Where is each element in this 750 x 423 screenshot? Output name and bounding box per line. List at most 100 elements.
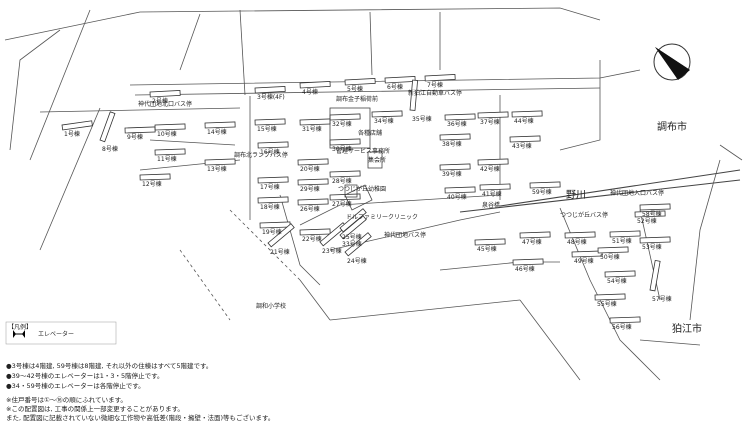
building-label-59: 59号棟 [532,189,552,196]
building-label-54: 54号棟 [607,278,627,285]
building-1 [61,120,93,131]
river-bank-north [499,169,741,207]
building-20 [297,158,329,166]
building-46 [512,258,544,266]
building-label-50: 50号棟 [600,254,620,261]
building-label-19: 19号棟 [262,229,282,236]
daycare-label: つつじが丘幼稚園 [338,186,387,193]
building-label-29: 29号棟 [300,186,320,193]
building-32 [329,113,361,121]
building-34 [371,110,403,118]
building-3 [254,86,286,94]
bus-stop-5-label: つつじが丘バス停 [560,212,609,219]
bus-stop-6-label: 神代団地バス停 [384,232,427,239]
west-road [29,9,91,161]
building-35 [409,79,419,111]
building-42 [477,158,509,166]
building-label-53: 53号棟 [642,244,662,251]
building-21 [267,223,295,248]
building-44 [511,110,543,118]
building-label-44: 44号棟 [514,118,534,125]
building-11 [154,148,186,156]
building-41 [479,183,511,191]
building-label-21: 21号棟 [270,249,290,256]
building-label-22: 22号棟 [302,236,322,243]
building-label-20: 20号棟 [300,166,320,173]
building-label-11: 11号棟 [157,156,177,163]
building-29 [297,178,329,186]
building-label-6: 6号棟 [387,84,403,91]
building-6 [384,76,416,84]
building-label-17: 17号棟 [260,184,280,191]
building-label-55: 55号棟 [597,301,617,308]
building-label-32: 32号棟 [332,121,352,128]
building-22 [299,228,331,236]
city-label-komae: 狛江市 [672,324,702,335]
building-36 [444,113,476,121]
river-label: 野川 [566,190,586,201]
building-label-46: 46号棟 [515,266,535,273]
building-label-35: 35号棟 [412,116,432,123]
building-33 [339,215,367,240]
building-37 [477,111,509,119]
bridge-label: 泉谷橋 [482,202,501,209]
building-13 [204,158,236,166]
north-road [4,7,601,41]
building-label-13: 13号棟 [207,166,227,173]
building-label-14: 14号棟 [207,129,227,136]
building-label-41: 41号棟 [482,191,502,198]
bus-stop-3-label: 調布北ランプバス停 [234,152,288,159]
management-label: 管理サービス事務所 [336,148,391,155]
legend-title: 【凡例】 [8,324,33,331]
building-4 [299,81,331,89]
building-label-23: 23号棟 [322,248,342,255]
building-label-5: 5号棟 [347,86,363,93]
note-2: ●39〜42号棟のエレベーターは1・3・5階停止です。 [6,372,164,380]
hall-box [367,151,383,169]
building-label-16: 16号棟 [260,149,280,156]
building-label-47: 47号棟 [522,239,542,246]
building-label-57: 57号棟 [652,296,672,303]
building-59 [529,181,561,189]
building-label-4: 4号棟 [302,89,318,96]
building-label-24: 24号棟 [347,258,367,265]
building-label-28: 28号棟 [332,178,352,185]
school-label: 調和小学校 [256,303,287,310]
building-7 [424,74,456,82]
building-label-15: 15号棟 [257,126,277,133]
building-label-25: 25号棟 [342,234,362,241]
clinic-box [344,184,373,211]
shops-label: 各種店舗 [358,130,383,137]
building-24 [344,232,372,257]
legend-elevator-icon [13,330,25,338]
building-label-10: 10号棟 [157,131,177,138]
note-1: ●3号棟は4階建, 59号棟は8階建, それ以外の住棟はすべて5階建です。 [6,362,213,370]
building-label-31: 31号棟 [302,126,322,133]
building-label-45: 45号棟 [477,246,497,253]
legend-elevator-label: エレベーター [38,331,75,338]
building-label-36: 36号棟 [447,121,467,128]
daycare-box [344,184,358,198]
building-label-30: 30号棟 [332,146,352,153]
building-label-49: 49号棟 [574,258,594,265]
building-58 [639,203,671,211]
building-28 [329,170,361,178]
building-label-40: 40号棟 [447,194,467,201]
building-53 [639,236,671,244]
building-label-33: 33号棟 [342,241,362,248]
bus-stop-1-label: 神代団地北口バス停 [138,101,193,108]
building-label-9: 9号棟 [127,134,143,141]
building-56 [609,316,641,324]
building-16 [257,141,289,149]
building-55 [594,293,626,301]
main-road-label: 調布金子稲荷前 [336,96,379,103]
building-label-7: 7号棟 [427,82,443,89]
building-52 [634,210,666,218]
note-6: また, 配置図に記載されていない微細な工作物や高低差(階段・擁壁・法面)等もござ… [6,414,275,422]
building-12 [139,173,171,181]
building-40 [444,186,476,194]
building-label-2: 2号棟 [152,98,168,105]
note-5: ※この配置図は, 工事の関係上一部変更することがあります。 [6,405,184,413]
